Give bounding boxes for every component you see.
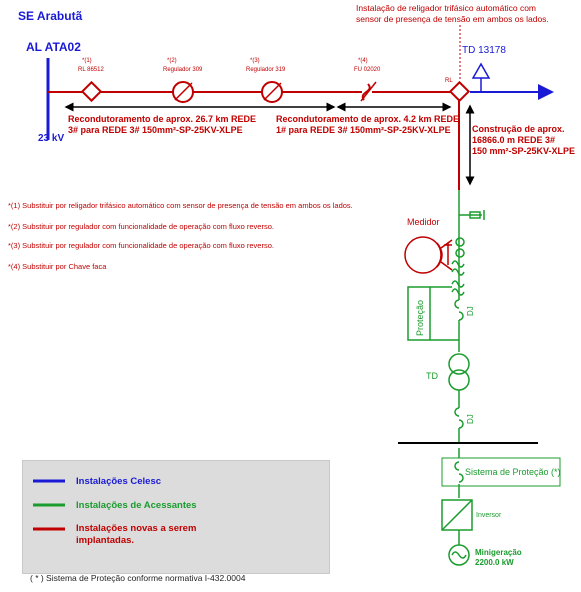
minigeracao-power: 2200.0 kW xyxy=(475,558,514,567)
recloser-note-line2: sensor de presença de tensão em ambos os… xyxy=(356,14,549,24)
minigeracao-label: Minigeração xyxy=(475,548,522,557)
td-13178-icon xyxy=(471,62,491,92)
footnote: ( * ) Sistema de Proteção conforme norma… xyxy=(30,573,246,583)
fuse-02020-icon xyxy=(360,81,377,102)
legend-new-line2: implantadas. xyxy=(76,535,135,546)
note-2: *(2) Substituir por regulador com funcio… xyxy=(8,222,274,231)
sistema-protecao-label: Sistema de Proteção (*) xyxy=(465,467,561,477)
span-2-line1: Recondutoramento de aprox. 4.2 km REDE xyxy=(276,114,460,124)
device-2-num: *(2) xyxy=(167,58,177,64)
legend-new-line1: Instalações novas a serem xyxy=(76,523,197,534)
construction-line1: Construção de aprox. xyxy=(472,124,565,134)
protection-box xyxy=(407,286,431,341)
inverter-icon xyxy=(441,499,473,531)
medidor-label: Medidor xyxy=(407,217,440,227)
dj-1-label: DJ xyxy=(466,306,475,316)
device-2-label: Regulador 309 xyxy=(163,67,203,73)
construction-label: Construção de aprox. 16866.0 m REDE 3# 1… xyxy=(472,124,575,157)
span-1-line1: Recondutoramento de aprox. 26.7 km REDE xyxy=(68,114,257,124)
device-1-label: RL 86512 xyxy=(78,67,104,73)
regulator-309-icon xyxy=(172,81,194,103)
feeder-voltage: 23 kV xyxy=(38,133,65,144)
generator-icon xyxy=(448,544,470,566)
device-4-num: *(4) xyxy=(358,58,368,64)
rl-label: RL xyxy=(445,78,453,84)
legend-box xyxy=(22,460,330,574)
recloser-86512-icon xyxy=(80,80,103,103)
substation-title: SE Arabutã xyxy=(18,9,83,23)
inversor-label: Inversor xyxy=(476,512,502,519)
device-3-num: *(3) xyxy=(250,58,260,64)
meter-icon xyxy=(404,236,453,274)
sistema-protecao-box xyxy=(441,457,561,487)
feeder-name: AL ATA02 xyxy=(26,40,81,54)
legend-new-label: Instalações novas a serem implantadas. xyxy=(76,523,196,547)
recloser-note: Instalação de religador trifásico automá… xyxy=(356,3,549,25)
legend-acessantes-label: Instalações de Acessantes xyxy=(76,500,197,511)
td-label: TD 13178 xyxy=(462,45,506,56)
legend-celesc-label: Instalações Celesc xyxy=(76,476,162,487)
construction-line2: 16866.0 m REDE 3# xyxy=(472,135,556,145)
span-2-line2: 1# para REDE 3# 150mm²-SP-25KV-XLPE xyxy=(276,125,451,135)
td-customer-label: TD xyxy=(426,371,438,381)
note-3: *(3) Substituir por regulador com funcio… xyxy=(8,241,274,250)
construction-line3: 150 mm²-SP-25KV-XLPE xyxy=(472,146,576,156)
protection-label: Proteção xyxy=(415,300,425,336)
device-3-label: Regulador 319 xyxy=(246,67,286,73)
span-2-label: Recondutoramento de aprox. 4.2 km REDE 1… xyxy=(276,114,459,136)
regulator-319-icon xyxy=(261,81,283,103)
customer-installation xyxy=(430,190,485,545)
device-1-num: *(1) xyxy=(82,58,92,64)
span-1-label: Recondutoramento de aprox. 26.7 km REDE … xyxy=(68,114,256,136)
span-1-line2: 3# para REDE 3# 150mm²-SP-25KV-XLPE xyxy=(68,125,243,135)
note-1: *(1) Substituir por religador trifásico … xyxy=(8,201,353,210)
recloser-rl-icon xyxy=(448,80,471,103)
recloser-note-line1: Instalação de religador trifásico automá… xyxy=(356,3,537,13)
note-4: *(4) Substituir por Chave faca xyxy=(8,262,107,271)
dj-2-label: DJ xyxy=(466,414,475,424)
device-4-label: FU 02020 xyxy=(354,67,381,73)
